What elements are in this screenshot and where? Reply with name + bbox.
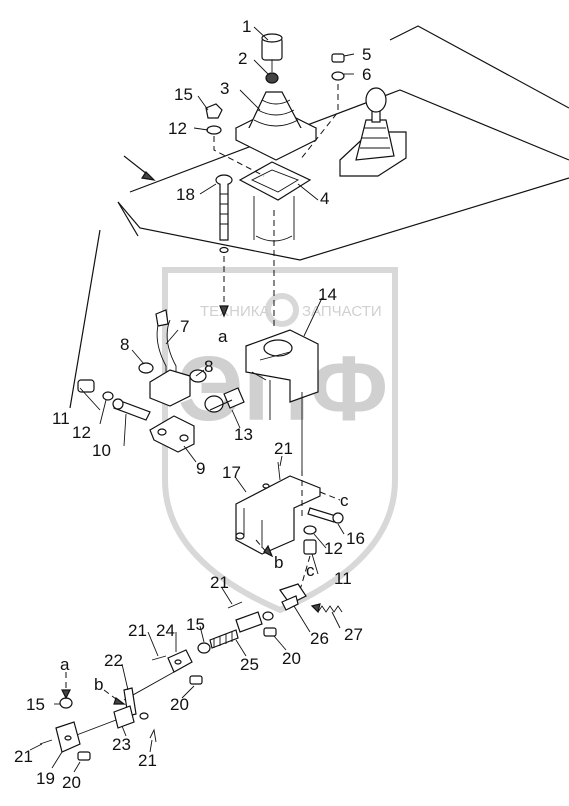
lever-part-26 <box>279 583 307 611</box>
bolt-part-20-upper <box>263 627 277 637</box>
callout-10: 10 <box>92 441 111 460</box>
gear-icon <box>265 293 299 327</box>
callout-8-right: 8 <box>204 357 213 376</box>
nut-part-15-bottom <box>59 672 73 709</box>
callout-19: 19 <box>36 769 55 788</box>
callout-12-mid: 12 <box>324 539 343 558</box>
joint-part-23 <box>73 705 149 737</box>
boot-part-3 <box>234 91 318 161</box>
callout-15-lower: 15 <box>186 615 205 634</box>
callout-6: 6 <box>362 65 371 84</box>
clevis-part-24-lower <box>167 649 193 673</box>
callout-14: 14 <box>318 285 337 304</box>
rod-part-7 <box>155 309 177 388</box>
pin-part-21-lower <box>227 601 243 609</box>
callout-1: 1 <box>242 17 251 36</box>
pin-part-21-bottom <box>39 739 53 745</box>
callout-12-left: 12 <box>72 423 91 442</box>
bolt-part-5 <box>331 53 345 63</box>
callout-26: 26 <box>310 629 329 648</box>
callout-21-left: 21 <box>128 621 147 640</box>
callout-5: 5 <box>362 45 371 64</box>
nut-part-2 <box>265 72 279 84</box>
gasket-part-4 <box>238 161 312 201</box>
callout-7: 7 <box>180 317 189 336</box>
ref-c-top: c <box>340 491 349 510</box>
nut-part-15-lower <box>197 642 211 654</box>
callout-15-bottom: 15 <box>26 695 45 714</box>
bolt-part-11-mid <box>299 539 317 591</box>
callout-11-left: 11 <box>52 409 70 428</box>
installed-lever <box>339 87 407 177</box>
rod-part-22 <box>123 671 175 717</box>
washer-part-12-left <box>102 391 114 401</box>
lever-shaft <box>253 196 295 330</box>
callout-9: 9 <box>196 459 205 478</box>
ref-b-bottom: b <box>94 675 103 694</box>
ref-a-bottom: a <box>60 655 70 674</box>
knob-part-1 <box>261 33 283 72</box>
callout-12-top: 12 <box>168 119 187 138</box>
clevis-part-19 <box>55 721 81 753</box>
split-pin-part-21-right <box>149 728 157 743</box>
pin-part-21-left <box>151 655 167 661</box>
bracket-part-17 <box>235 470 321 558</box>
ref-b-mid: b <box>274 553 283 572</box>
callout-16: 16 <box>346 529 365 548</box>
callout-23: 23 <box>112 735 131 754</box>
watermark-text-right: ЗАПЧАСТИ <box>302 303 382 320</box>
pin-part-21-mid <box>277 461 281 481</box>
watermark-text-left: ТЕХНИКА <box>200 303 270 320</box>
washer-part-12-mid <box>303 525 317 535</box>
callout-21-mid: 21 <box>274 439 293 458</box>
callout-2: 2 <box>238 49 247 68</box>
callout-21-right: 21 <box>138 751 157 770</box>
washer-part-6 <box>299 71 345 161</box>
callout-3: 3 <box>220 79 229 98</box>
callout-13: 13 <box>234 425 253 444</box>
callout-8-left: 8 <box>120 335 129 354</box>
bolt-part-11-left <box>77 379 95 393</box>
callout-17: 17 <box>222 463 241 482</box>
callout-21-bottom: 21 <box>14 747 33 766</box>
callout-20-mid: 20 <box>170 695 189 714</box>
bracket-part-14 <box>245 329 319 470</box>
callout-20-upper: 20 <box>282 649 301 668</box>
bushing-part-13 <box>204 387 245 413</box>
callout-25: 25 <box>240 655 259 674</box>
callout-18: 18 <box>176 185 195 204</box>
bolt-part-20-bottom <box>77 751 91 761</box>
block-part-8 <box>138 362 207 407</box>
leader-lines <box>29 26 355 773</box>
bolt-part-18 <box>215 174 233 318</box>
callout-27: 27 <box>344 625 363 644</box>
rod-part-25 <box>209 629 239 649</box>
ref-c-mid: c <box>306 561 315 580</box>
callout-4: 4 <box>320 189 329 208</box>
rod-end-part-24 <box>235 611 274 633</box>
cab-panel <box>69 25 569 409</box>
callout-21-lower: 21 <box>210 573 229 592</box>
callout-24: 24 <box>156 621 175 640</box>
ref-b-arrow-bottom <box>103 689 126 705</box>
ref-a-top: a <box>218 327 228 346</box>
callout-11-mid: 11 <box>334 569 352 588</box>
callout-labels: 1 2 3 4 5 6 15 12 18 14 7 a 8 8 11 12 10… <box>14 17 371 792</box>
pin-part-10 <box>112 398 151 421</box>
spring-part-27 <box>310 603 343 614</box>
bolt-part-16 <box>307 491 344 524</box>
callout-15-top: 15 <box>174 85 193 104</box>
callout-20-bottom: 20 <box>62 773 81 792</box>
bolt-part-20-mid <box>189 675 203 685</box>
clevis-part-9 <box>149 415 195 453</box>
callout-22: 22 <box>104 651 123 670</box>
